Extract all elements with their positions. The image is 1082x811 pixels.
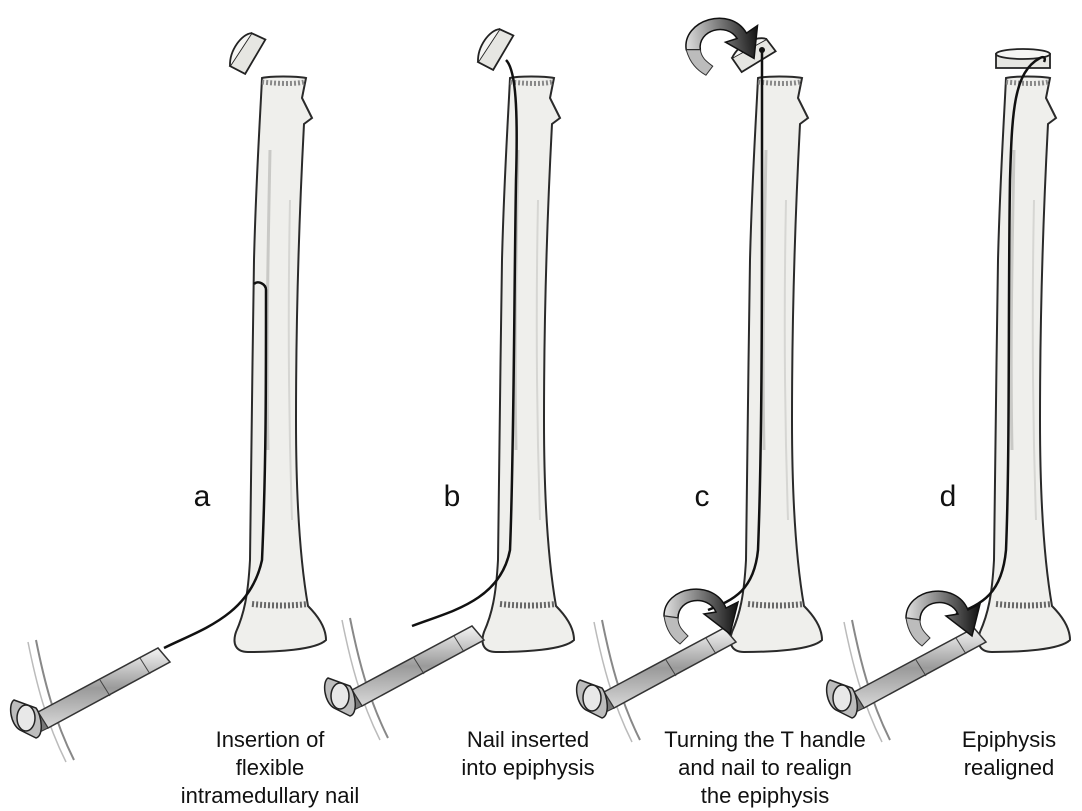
panel-c-illustration — [577, 13, 822, 742]
t-handle-inserter — [11, 640, 170, 762]
bone-illustration — [731, 77, 823, 653]
caption-line: Nail inserted — [428, 726, 628, 754]
panel-label-d: d — [928, 480, 968, 514]
caption-line: the epiphysis — [640, 782, 890, 810]
t-handle-inserter — [577, 620, 736, 742]
bone-illustration — [979, 77, 1071, 653]
caption-line: and nail to realign — [640, 754, 890, 782]
panel-a-illustration — [11, 27, 326, 762]
caption-line: into epiphysis — [428, 754, 628, 782]
panel-d-illustration — [827, 49, 1070, 742]
caption-line: Epiphysis — [944, 726, 1074, 754]
caption-panel-c: Turning the T handle and nail to realign… — [640, 726, 890, 810]
caption-panel-b: Nail inserted into epiphysis — [428, 726, 628, 782]
epiphysis-fragment — [221, 27, 273, 78]
panel-label-b: b — [432, 480, 472, 514]
epiphysis-fragment — [469, 23, 521, 74]
t-handle-inserter — [827, 620, 986, 742]
bone-illustration — [483, 77, 575, 653]
t-handle-inserter — [325, 618, 484, 740]
panel-label-a: a — [182, 480, 222, 514]
caption-panel-d: Epiphysis realigned — [944, 726, 1074, 782]
caption-line: intramedullary nail — [150, 782, 390, 810]
caption-line: realigned — [944, 754, 1074, 782]
caption-line: Insertion of — [150, 726, 390, 754]
rotation-arrow-icon — [682, 13, 763, 78]
caption-panel-a: Insertion of flexible intramedullary nai… — [150, 726, 390, 810]
caption-line: flexible — [150, 754, 390, 782]
caption-line: Turning the T handle — [640, 726, 890, 754]
panel-label-c: c — [682, 480, 722, 514]
bone-illustration — [235, 77, 327, 653]
panel-b-illustration — [325, 23, 574, 740]
